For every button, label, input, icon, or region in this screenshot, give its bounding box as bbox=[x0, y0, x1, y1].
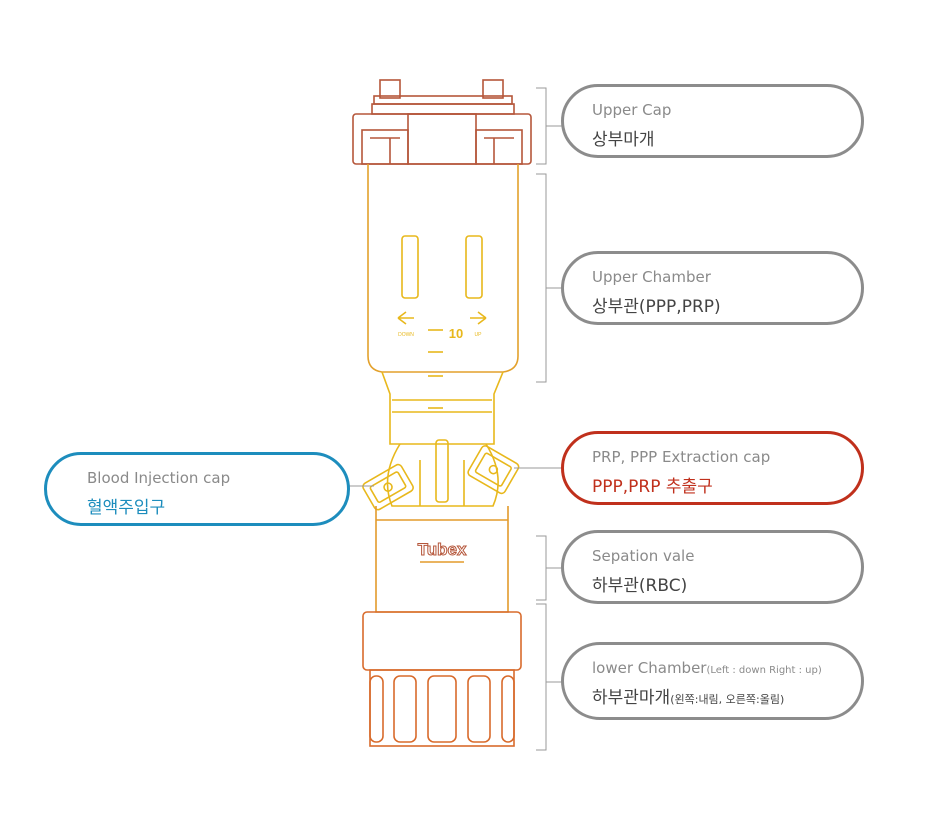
bracket-upper-cap bbox=[536, 87, 562, 165]
extraction-cap-ko: PPP,PRP 추출구 bbox=[592, 477, 713, 497]
lower-chamber-en-main: lower Chamber bbox=[592, 659, 707, 677]
lower-chamber-en-note: (Left : down Right : up) bbox=[706, 665, 822, 676]
brand-logo-text: Tubex bbox=[418, 540, 467, 559]
lower-chamber-ko-note: (왼쪽:내림, 오른쪽:올림) bbox=[670, 693, 785, 706]
upper-cap-ko: 상부마개 bbox=[592, 130, 655, 150]
separation-valve-en: Sepation vale bbox=[592, 547, 695, 565]
upper-chamber-ko: 상부관(PPP,PRP) bbox=[592, 297, 721, 317]
upper-cap-label: Upper Cap 상부마개 bbox=[561, 84, 864, 158]
extraction-cap-label: PRP, PPP Extraction cap PPP,PRP 추출구 bbox=[561, 431, 864, 505]
arrow-up-text: UP bbox=[475, 332, 483, 338]
bracket-lower-chamber bbox=[536, 603, 562, 751]
blood-injection-ko: 혈액주입구 bbox=[87, 498, 166, 518]
blood-injection-en: Blood Injection cap bbox=[87, 469, 231, 487]
upper-cap bbox=[352, 79, 532, 165]
blood-injection-port bbox=[362, 463, 414, 511]
separation-valve bbox=[375, 506, 509, 613]
lower-chamber-ko: 하부관마개(왼쪽:내림, 오른쪽:올림) bbox=[592, 683, 784, 708]
lower-chamber-en: lower Chamber(Left : down Right : up) bbox=[592, 659, 822, 677]
lower-chamber-label: lower Chamber(Left : down Right : up) 하부… bbox=[561, 642, 864, 720]
upper-chamber-en: Upper Chamber bbox=[592, 268, 711, 286]
bracket-upper-chamber bbox=[536, 173, 562, 383]
upper-cap-en: Upper Cap bbox=[592, 101, 672, 119]
separation-valve-ko: 하부관(RBC) bbox=[592, 576, 688, 596]
blood-injection-label: Blood Injection cap 혈액주입구 bbox=[44, 452, 350, 526]
lower-chamber-cap bbox=[362, 611, 522, 747]
extraction-cap-en: PRP, PPP Extraction cap bbox=[592, 448, 771, 466]
separation-valve-label: Sepation vale 하부관(RBC) bbox=[561, 530, 864, 604]
chamber-neck bbox=[381, 371, 504, 445]
valve-assembly bbox=[362, 439, 520, 511]
scale-number: 10 bbox=[449, 326, 463, 341]
extraction-port bbox=[467, 445, 520, 495]
upper-chamber bbox=[367, 164, 519, 409]
arrow-down-text: DOWN bbox=[398, 332, 414, 338]
bracket-separation-valve bbox=[536, 535, 562, 601]
upper-chamber-label: Upper Chamber 상부관(PPP,PRP) bbox=[561, 251, 864, 325]
lower-chamber-ko-main: 하부관마개 bbox=[592, 688, 671, 708]
